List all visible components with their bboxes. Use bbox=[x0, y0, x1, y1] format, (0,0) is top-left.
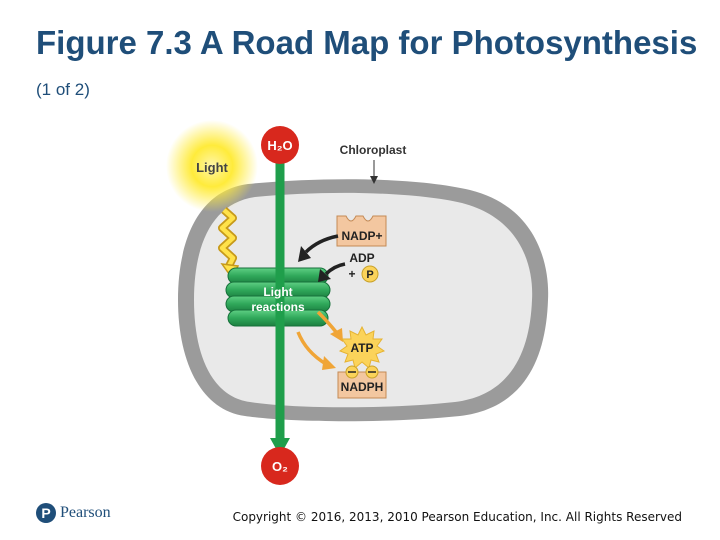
o2-circle bbox=[261, 447, 299, 485]
nadp-input-arrow bbox=[304, 234, 339, 254]
o2-label: O₂ bbox=[272, 459, 288, 474]
atp-output-arrowhead bbox=[330, 328, 343, 342]
light-reactions-label-line1: Light bbox=[263, 285, 292, 299]
nadp-plus-shape bbox=[336, 215, 387, 247]
h2o-label: H₂O bbox=[267, 138, 292, 153]
nadph-output-arrow bbox=[296, 331, 327, 366]
atp-output-arrow bbox=[316, 310, 338, 334]
adp-input-arrow bbox=[324, 262, 346, 276]
nadp-plus-label: NADP+ bbox=[341, 229, 382, 243]
title-subtitle: (1 of 2) bbox=[36, 80, 90, 99]
publisher-logo: P Pearson bbox=[36, 503, 111, 523]
adp-label: ADP bbox=[349, 251, 374, 265]
atp-starburst bbox=[338, 325, 386, 369]
copyright-notice: Copyright © 2016, 2013, 2010 Pearson Edu… bbox=[232, 510, 682, 524]
nadph-output-arrowhead bbox=[322, 356, 336, 370]
light-ray-inner bbox=[219, 208, 236, 270]
adp-plus-sign: + bbox=[348, 267, 355, 281]
page-title: Figure 7.3 A Road Map for Photosynthesis… bbox=[36, 22, 720, 110]
light-reactions-label-line2: reactions bbox=[251, 300, 305, 314]
pearson-logo-icon: P bbox=[36, 503, 56, 523]
h2o-circle bbox=[261, 126, 299, 164]
phosphate-label: P bbox=[366, 269, 373, 281]
atp-label: ATP bbox=[350, 341, 373, 355]
title-text: Figure 7.3 A Road Map for Photosynthesis bbox=[36, 24, 698, 61]
chloroplast-pointer-head bbox=[370, 176, 378, 184]
light-label: Light bbox=[196, 160, 228, 175]
nadph-label: NADPH bbox=[341, 380, 384, 394]
adp-input-arrowhead bbox=[318, 269, 331, 282]
logo-wordmark: Pearson bbox=[60, 504, 111, 521]
light-glow bbox=[166, 120, 258, 212]
phosphate-circle bbox=[361, 265, 379, 283]
chloroplast-label: Chloroplast bbox=[340, 143, 407, 157]
nadp-input-arrowhead bbox=[298, 246, 311, 262]
